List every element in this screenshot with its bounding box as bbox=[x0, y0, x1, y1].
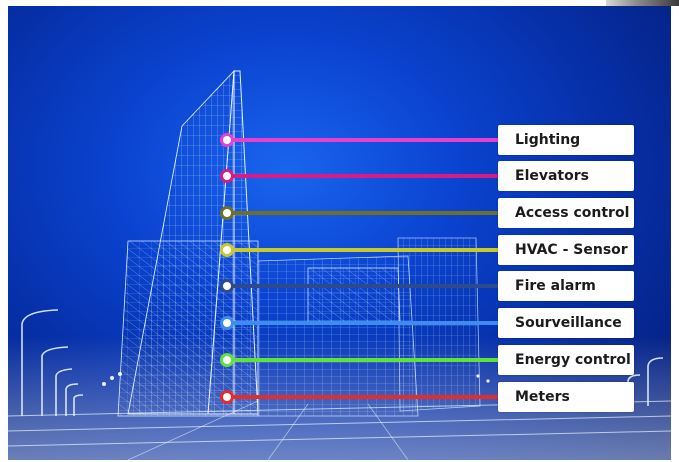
connector-dot-energy-control bbox=[220, 353, 234, 367]
connector-dot-fire-alarm bbox=[220, 279, 234, 293]
connector-lines bbox=[220, 133, 498, 404]
connector-dot-access-control bbox=[220, 206, 234, 220]
connector-dot-elevators bbox=[220, 169, 234, 183]
label-meters: Meters bbox=[498, 382, 634, 412]
label-elevators: Elevators bbox=[498, 161, 634, 191]
connector-dot-hvac-sensor bbox=[220, 243, 234, 257]
label-access-control: Access control bbox=[498, 198, 634, 228]
building-wireframe-illustration bbox=[8, 69, 671, 460]
connector-dot-lighting bbox=[220, 133, 234, 147]
corner-photo-fragment bbox=[606, 0, 679, 6]
connector-dot-meters bbox=[220, 390, 234, 404]
label-lighting: Lighting bbox=[498, 125, 634, 155]
label-hvac-sensor: HVAC - Sensor bbox=[498, 235, 634, 265]
label-energy-control: Energy control bbox=[498, 345, 634, 375]
label-fire-alarm: Fire alarm bbox=[498, 271, 634, 301]
connector-dot-sourveillance bbox=[220, 316, 234, 330]
label-sourveillance: Sourveillance bbox=[498, 308, 634, 338]
